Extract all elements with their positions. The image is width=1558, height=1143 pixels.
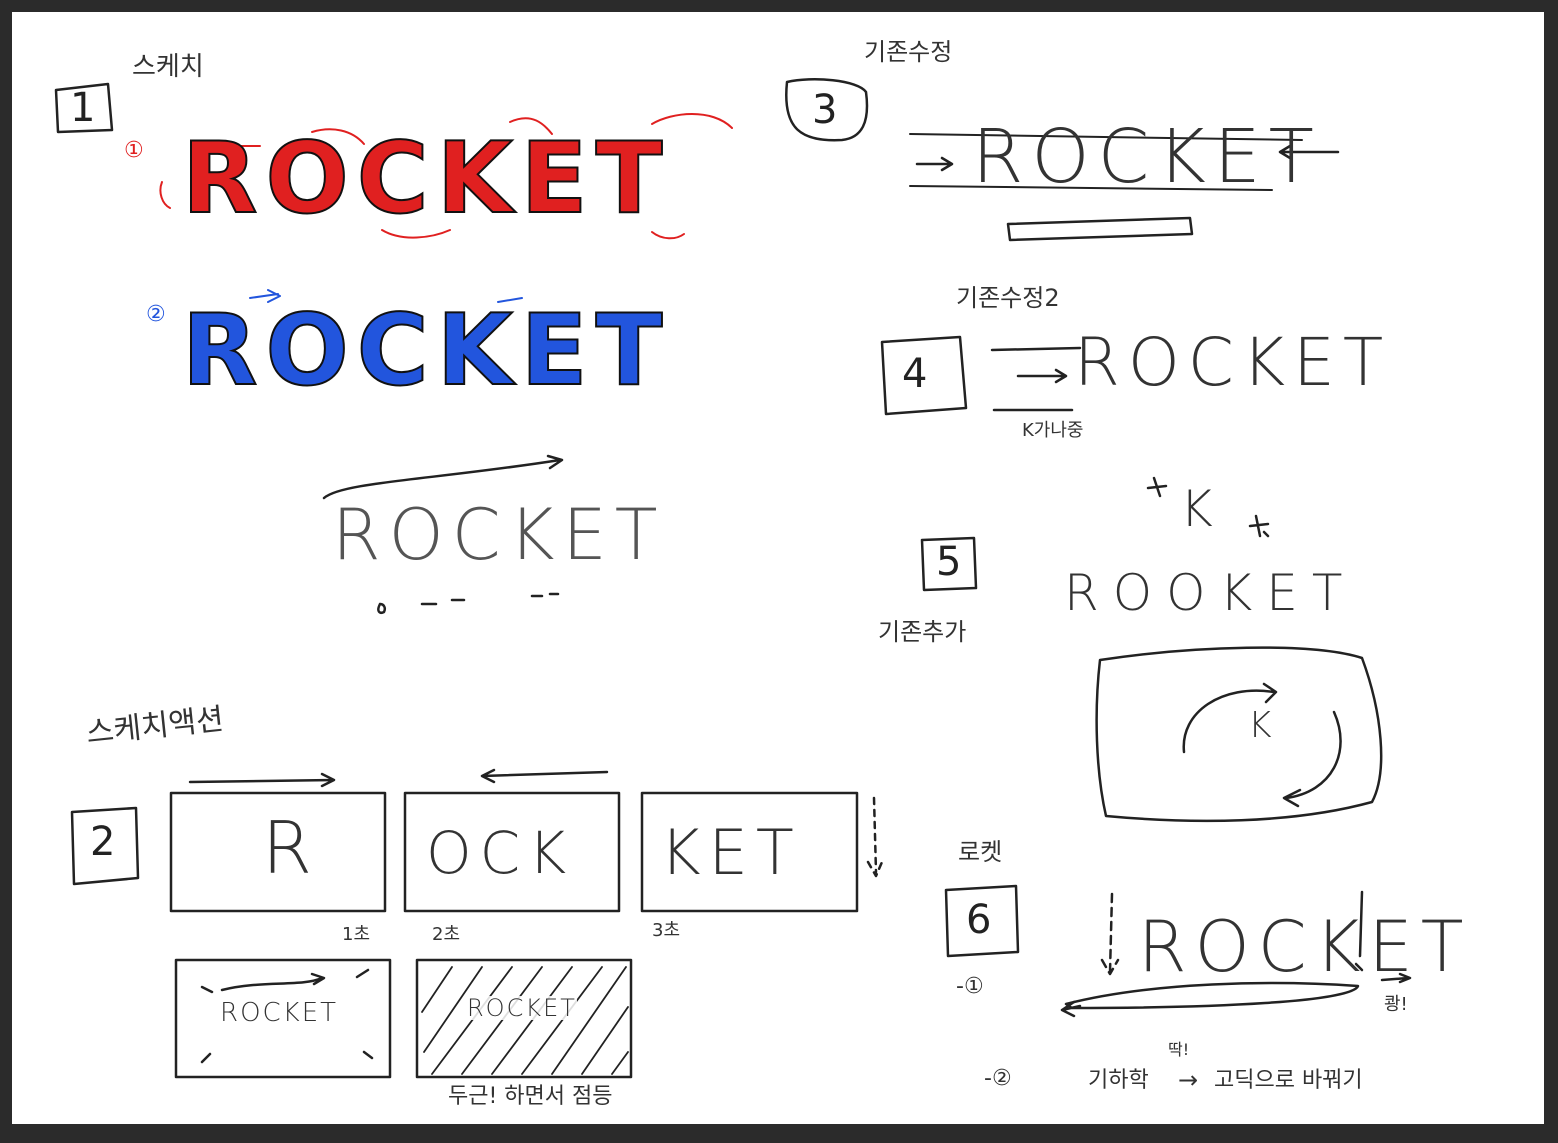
section-3-number: 3: [812, 87, 838, 133]
section-4-title: 기존수정2: [956, 284, 1060, 312]
box-5: [920, 536, 978, 592]
frame-1: [169, 791, 387, 913]
frame-4: [174, 958, 392, 1079]
section-2-note: 두근! 하면서 점등: [448, 1084, 613, 1109]
section-1-title: 스케치: [132, 52, 204, 82]
frame-2-caption: 2초: [432, 924, 461, 945]
drawing-canvas: 1 스케치 ① ROCKET ② ROCKET ROCKET 스케치액션 2 R…: [12, 12, 1544, 1124]
section-3-title: 기존수정: [864, 38, 953, 66]
section-6-note-a: 기하학: [1088, 1068, 1149, 1093]
section-6-note-b: 고딕으로 바꿔기: [1214, 1068, 1363, 1093]
frame-3-content: KET: [660, 816, 802, 889]
box-2: [70, 806, 140, 886]
section-3-word: ROCKET: [972, 114, 1322, 200]
frame-5: [415, 958, 633, 1079]
frame-5-content: ROCKET: [467, 994, 577, 1022]
frame-3: [640, 791, 859, 913]
section-6-arrow: →: [1178, 1066, 1199, 1094]
section-4-word: ROCKET: [1074, 324, 1392, 401]
frame-3-caption: 3초: [652, 920, 681, 941]
section-5-k-letter: K: [1180, 480, 1221, 538]
frame-2-content: OCK: [426, 819, 575, 887]
section-6-note-top: 딱!: [1168, 1040, 1190, 1059]
variant-2-marker: ②: [146, 302, 166, 327]
section-5-box-letter: K: [1248, 705, 1280, 746]
box-1: [54, 82, 114, 134]
section-1-number: 1: [70, 85, 96, 131]
frame-4-content: ROCKET: [220, 998, 339, 1028]
rough-rocket-word: ROCKET: [332, 494, 666, 576]
section-6-number: 6: [966, 897, 992, 943]
section-5-number: 5: [936, 539, 962, 585]
section-6-sub1: -①: [956, 974, 984, 999]
sketch-strokes: [54, 77, 1412, 1079]
box-6: [944, 884, 1020, 958]
section-6-word: ROCKET: [1138, 906, 1472, 988]
section-6-sub2: -②: [984, 1066, 1012, 1091]
box-3: [785, 77, 869, 142]
variant-1-marker: ①: [124, 138, 144, 163]
frame-1-caption: 1초: [342, 924, 371, 945]
section-4-note: K가나중: [1022, 420, 1084, 441]
box-5-frame: [1095, 646, 1383, 823]
frame-2: [403, 791, 621, 913]
section-5-title: 기존추가: [878, 618, 967, 646]
frame-1-content: R: [262, 806, 321, 890]
section-6-side-note: 쾅!: [1384, 994, 1408, 1015]
section-4-number: 4: [902, 351, 928, 397]
box-4: [880, 335, 968, 416]
section-5-word: ROOKET: [1064, 564, 1357, 622]
section-6-title: 로켓: [958, 838, 1003, 866]
section-2-number: 2: [90, 819, 116, 865]
variant-2-word: ROCKET: [181, 294, 671, 408]
variant-1-word: ROCKET: [181, 122, 671, 236]
